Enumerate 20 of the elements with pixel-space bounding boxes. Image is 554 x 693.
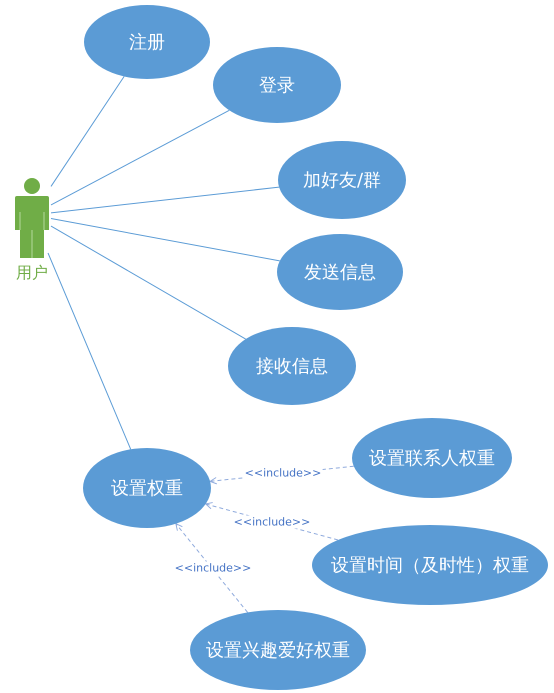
use-case-label: 登录: [259, 74, 295, 97]
use-case-label: 设置联系人权重: [369, 447, 495, 470]
use-case-label: 注册: [129, 31, 165, 54]
association-line: [50, 226, 246, 340]
association-line: [50, 76, 125, 187]
edge-label: <<include>>: [244, 466, 322, 480]
use-case-label: 设置权重: [111, 477, 183, 500]
use-case-label: 设置时间（及时性）权重: [331, 554, 529, 577]
actor-label: 用户: [15, 263, 49, 284]
use-case-label: 接收信息: [256, 355, 328, 378]
association-line: [50, 186, 280, 214]
edge-label: <<include>>: [174, 562, 252, 574]
association-line: [50, 110, 230, 206]
use-case-label: 设置兴趣爱好权重: [206, 639, 350, 662]
use-case-label: 加好友/群: [302, 169, 382, 192]
association-line: [48, 252, 132, 450]
edge-label: <<include>>: [232, 516, 312, 528]
include-arrow: [175, 523, 248, 613]
use-case-label: 发送信息: [304, 261, 376, 284]
association-line: [50, 218, 280, 262]
